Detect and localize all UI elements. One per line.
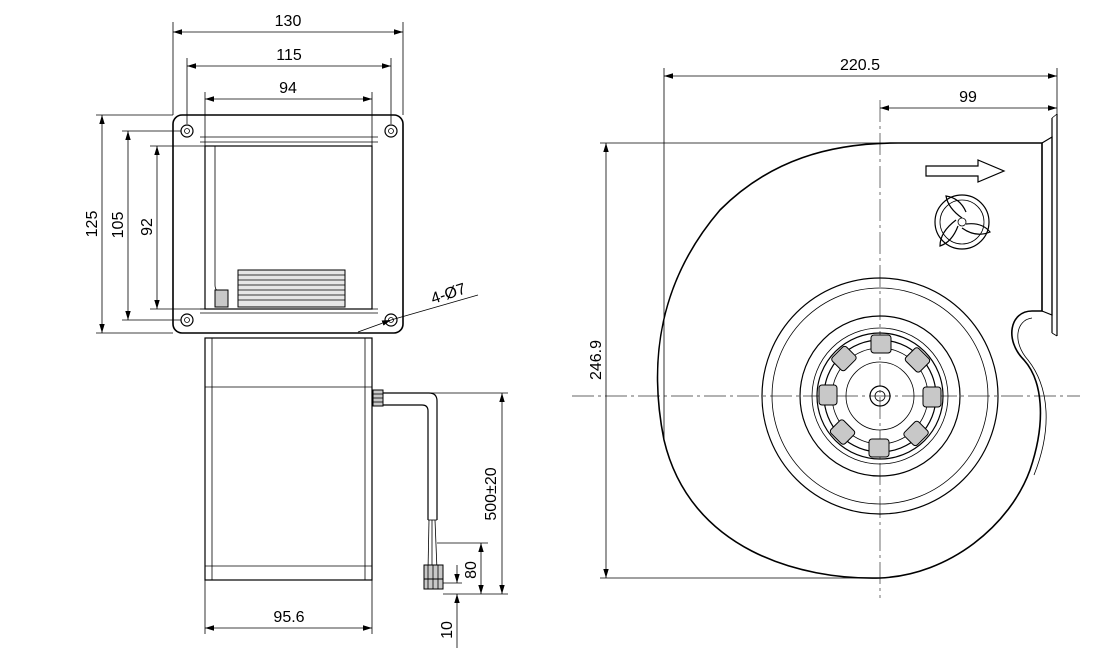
outlet-flange [1041,113,1058,337]
dim-side-overall-height: 246.9 [588,142,898,579]
impeller-fins [818,334,942,458]
side-view: 220.5 99 246.9 [572,57,1080,598]
dim-outlet-offset: 99 [880,89,1057,111]
svg-text:130: 130 [275,13,302,30]
dim-side-overall-width: 220.5 [663,57,1058,440]
svg-text:105: 105 [110,212,127,239]
dim-motor-width: 95.6 [204,580,373,634]
impeller-blades [214,269,346,308]
dim-hole-spacing-width: 115 [186,47,392,124]
mounting-holes [180,124,398,327]
svg-text:500±20: 500±20 [483,467,500,520]
svg-text:94: 94 [279,80,297,97]
rotation-direction-icon [934,194,991,250]
power-cable [372,389,444,590]
front-view: 130 115 94 125 105 [84,13,508,648]
svg-text:99: 99 [959,89,977,106]
dim-cable-length: 500±20 [383,392,508,595]
svg-text:95.6: 95.6 [273,609,304,626]
svg-text:246.9: 246.9 [588,340,605,380]
dim-lead-end: 10 [439,565,462,648]
dim-mounting-holes: 4-Ø7 [357,281,479,333]
dim-opening-height: 92 [139,145,205,310]
shaft-hub [869,385,891,407]
airflow-direction-arrow [925,159,1006,183]
impeller-assembly [761,277,999,515]
motor-body [204,337,373,581]
dim-overall-width: 130 [172,13,404,115]
mounting-flange [172,114,404,334]
air-opening [204,145,373,310]
svg-text:92: 92 [139,218,156,236]
svg-text:115: 115 [276,47,302,64]
svg-text:80: 80 [463,561,480,579]
dim-hole-spacing-height: 105 [110,130,181,321]
dim-overall-height: 125 [84,114,173,334]
scroll-housing [656,142,1043,579]
dim-lead-strip: 80 [437,542,488,594]
svg-text:125: 125 [84,211,101,238]
cable-leads [423,519,444,590]
svg-text:220.5: 220.5 [840,57,880,74]
dim-opening-width: 94 [204,80,373,146]
svg-text:10: 10 [439,621,456,639]
